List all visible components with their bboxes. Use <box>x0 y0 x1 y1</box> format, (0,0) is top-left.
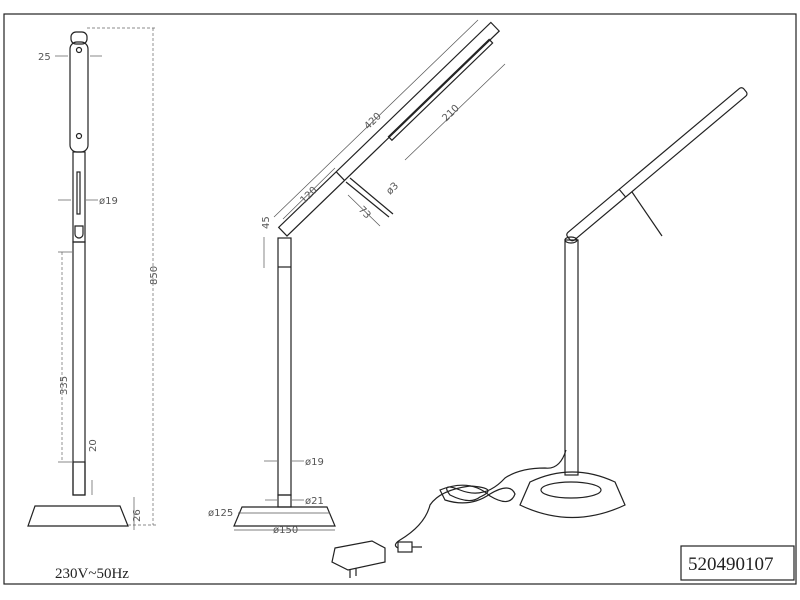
handle <box>631 191 663 237</box>
dim-base-diameter: ø150 <box>273 525 298 536</box>
pole <box>277 237 292 496</box>
dim-collar-height: 20 <box>88 439 99 452</box>
power-adapter <box>331 540 386 571</box>
handle-slot <box>76 171 81 215</box>
arm <box>277 21 501 237</box>
base <box>233 506 336 527</box>
arm <box>566 87 748 242</box>
side-view: 420 210 120 73 ø3 45 ø19 ø21 ø125 ø150 <box>208 19 506 536</box>
lamp-head <box>69 41 89 153</box>
part-number-box <box>680 545 795 581</box>
pole <box>564 239 579 476</box>
handle <box>349 177 394 215</box>
plug <box>397 541 413 553</box>
dim-arm-diameter: ø19 <box>99 196 118 207</box>
front-view: 850 25 ø19 335 20 26 230V~50Hz <box>27 27 160 582</box>
led-strip <box>387 38 494 142</box>
voltage-label: 230V~50Hz <box>55 566 129 582</box>
power-cord <box>394 449 567 549</box>
lamp-head-cap <box>70 31 88 45</box>
part-number: 520490107 <box>688 554 774 575</box>
dim-handle-diameter: ø3 <box>384 181 401 198</box>
dim-base-height: 26 <box>132 509 143 522</box>
base <box>519 471 626 518</box>
dim-collar-diameter: ø21 <box>305 496 324 507</box>
cord-coil <box>439 484 516 504</box>
collar <box>277 494 292 508</box>
dim-head-width: 25 <box>38 52 51 63</box>
dim-handle-offset: 120 <box>298 185 319 206</box>
perspective-view <box>331 87 748 578</box>
pole <box>72 241 86 496</box>
dim-base-top-diameter: ø125 <box>208 508 233 519</box>
base <box>27 505 129 527</box>
dim-pole-length: 335 <box>59 376 70 395</box>
dim-joint-height: 45 <box>261 216 272 229</box>
joint <box>74 225 84 239</box>
dim-led-length: 210 <box>440 103 461 124</box>
dim-pole-diameter: ø19 <box>305 457 324 468</box>
frame-border <box>3 13 797 585</box>
dim-handle-length: 73 <box>356 204 373 221</box>
dim-total-height: 850 <box>149 266 160 285</box>
